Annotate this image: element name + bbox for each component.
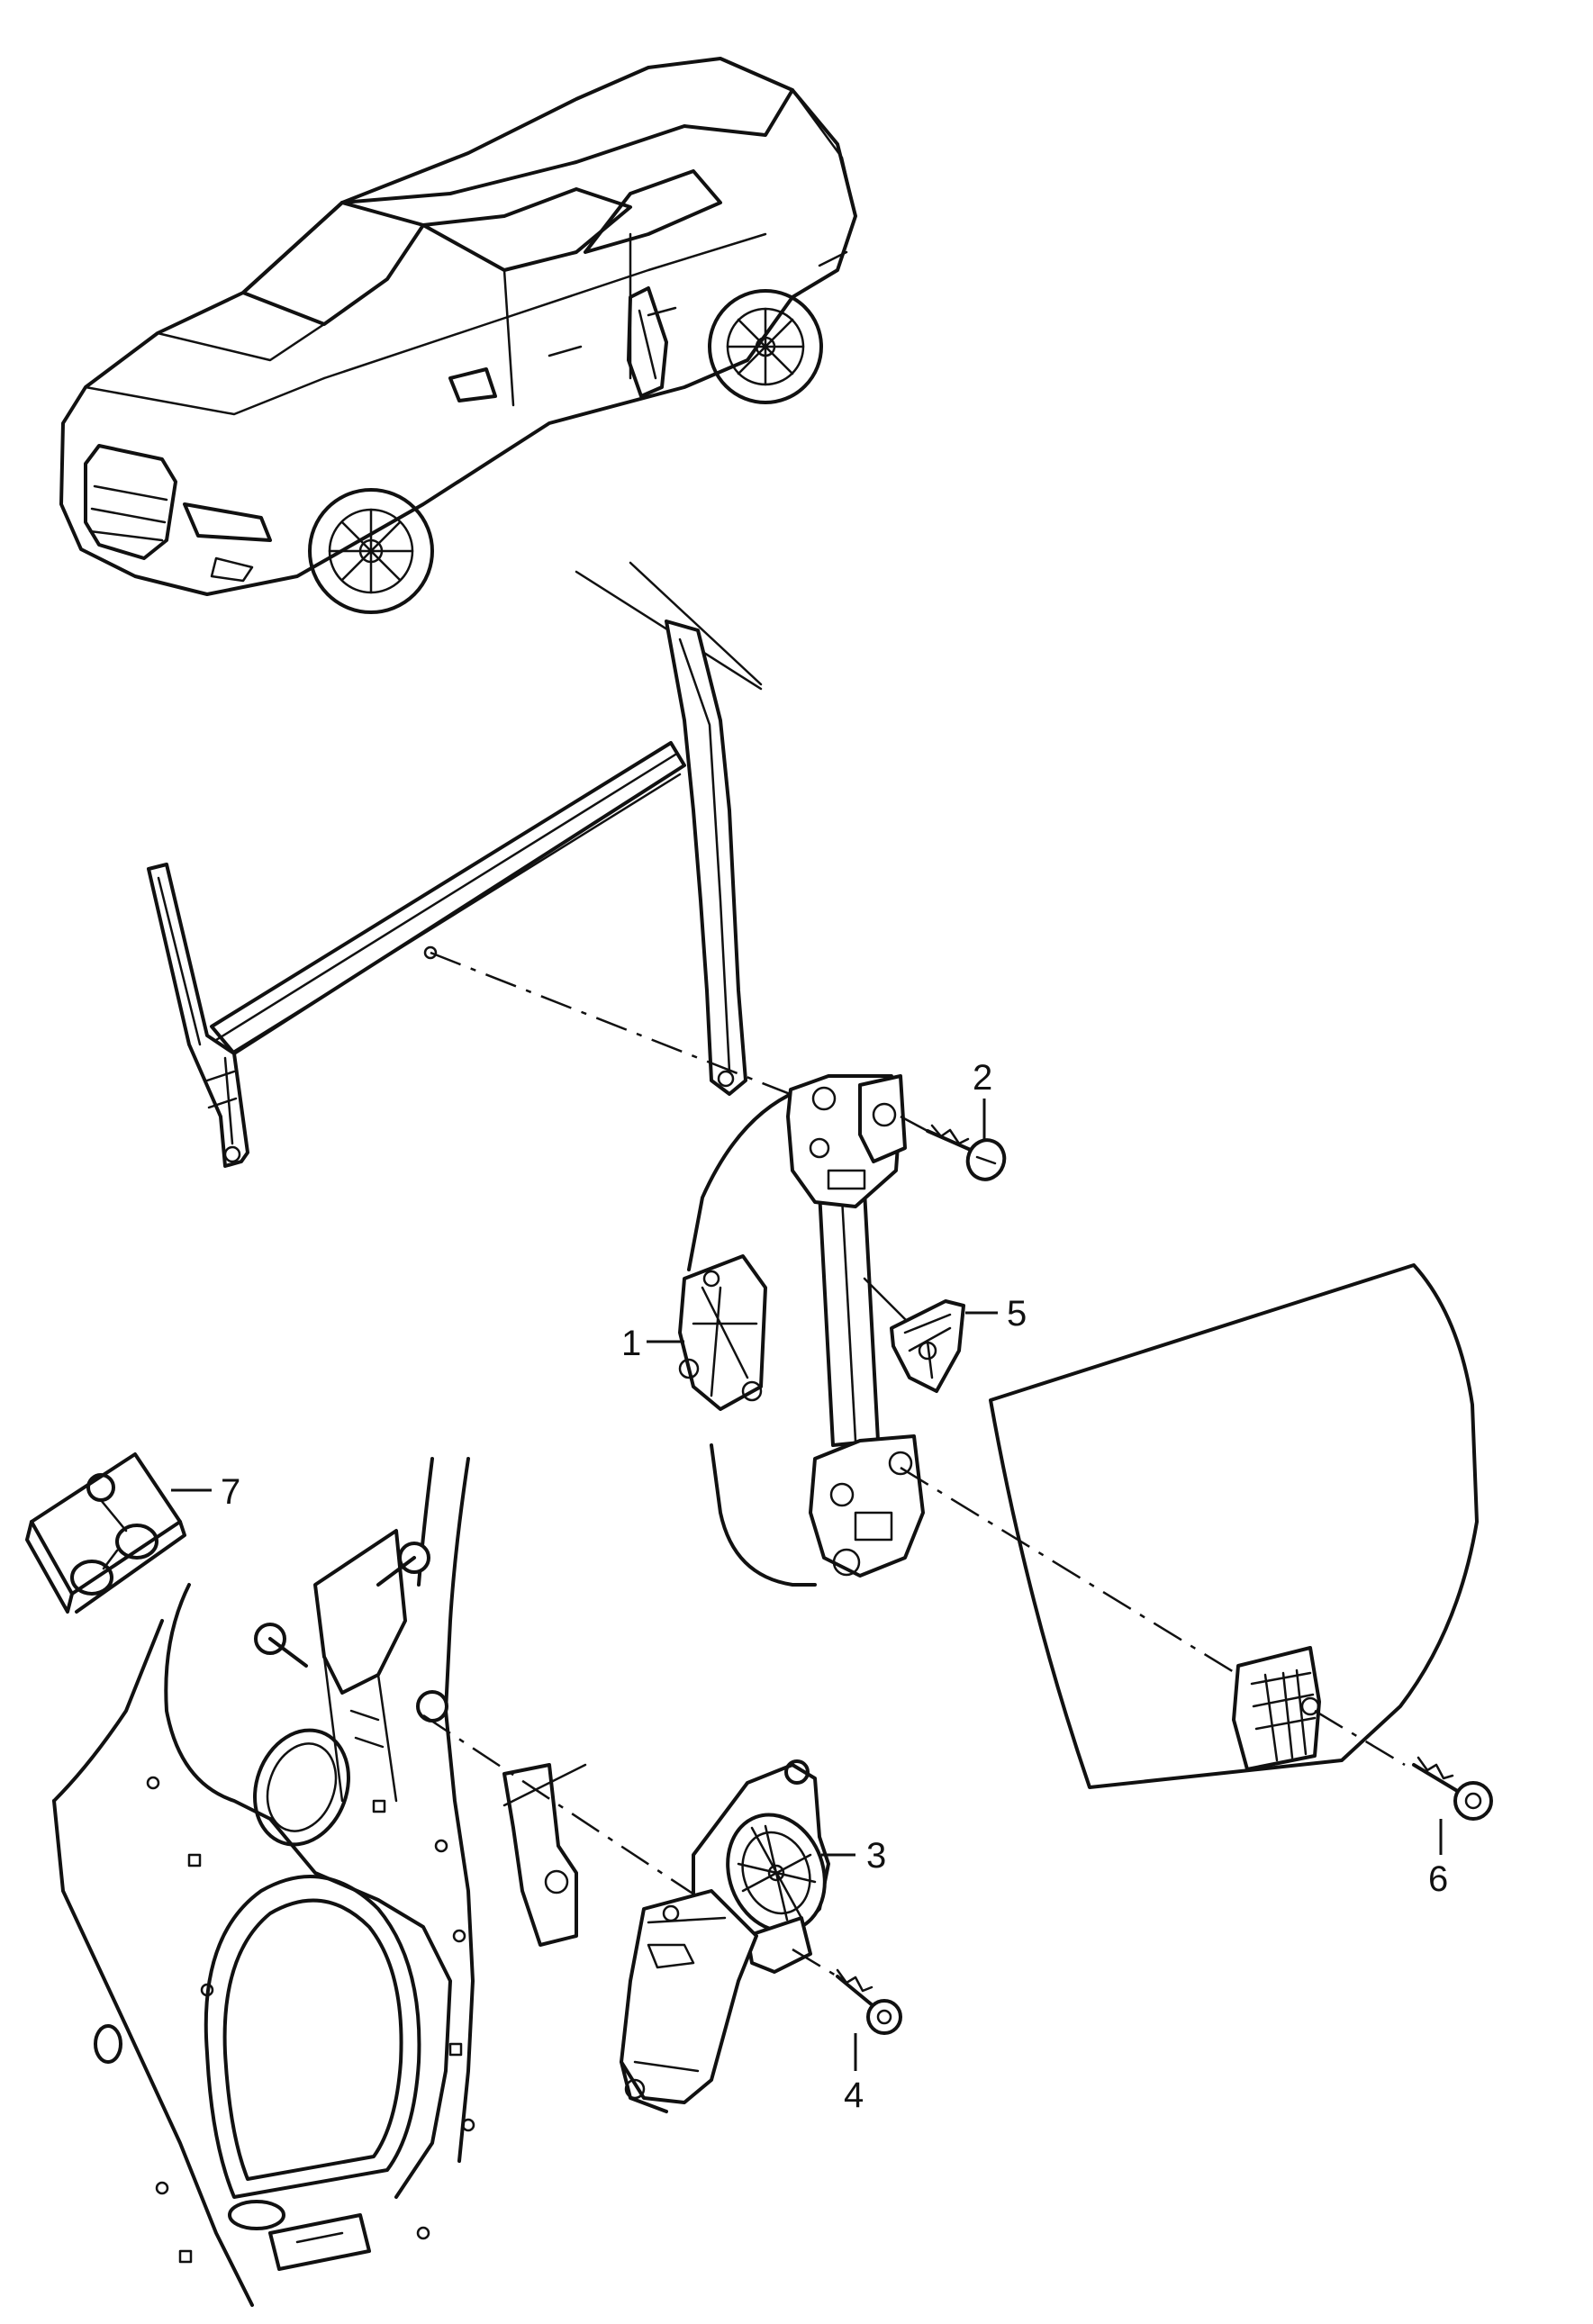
callout-6: 6: [1428, 1819, 1448, 1899]
assembly-line-motor: [422, 1714, 703, 1902]
callout-7: 7: [171, 1472, 240, 1512]
callout-number-5: 5: [1007, 1294, 1027, 1334]
callout-number-7: 7: [221, 1472, 240, 1512]
assembly-line-bolt-6: [1314, 1709, 1406, 1767]
window-motor: [620, 1759, 830, 2113]
callout-number-3: 3: [866, 1836, 886, 1876]
callout-3: 3: [821, 1836, 886, 1876]
callout-number-2: 2: [973, 1058, 992, 1098]
door-inner-panel: [52, 1457, 578, 2307]
callout-4: 4: [844, 2033, 864, 2115]
car-overview-illustration: [59, 57, 857, 614]
callout-1: 1: [621, 1324, 684, 1363]
assembly-line-frame: [430, 951, 802, 1100]
bolt-part-2: [926, 1124, 1007, 1181]
callout-5: 5: [965, 1294, 1027, 1334]
sound-damper: [25, 1452, 186, 1614]
assembly-line-bolt-2: [900, 1115, 928, 1133]
callout-2: 2: [973, 1058, 992, 1142]
callout-number-4: 4: [844, 2075, 864, 2115]
motor-axis-line: [502, 1763, 587, 1807]
callout-number-6: 6: [1428, 1859, 1448, 1899]
glass-clip: [890, 1299, 965, 1393]
callout-number-1: 1: [621, 1324, 641, 1363]
bolt-part-6: [1412, 1756, 1493, 1821]
window-regulator: [678, 1074, 925, 1587]
bolt-part-4: [836, 1968, 902, 2035]
assembly-line-bolt-4: [792, 1948, 838, 1978]
window-glass: [989, 1263, 1479, 1789]
assembly-line-glass: [900, 1466, 1239, 1677]
door-window-frame: [147, 561, 763, 1168]
